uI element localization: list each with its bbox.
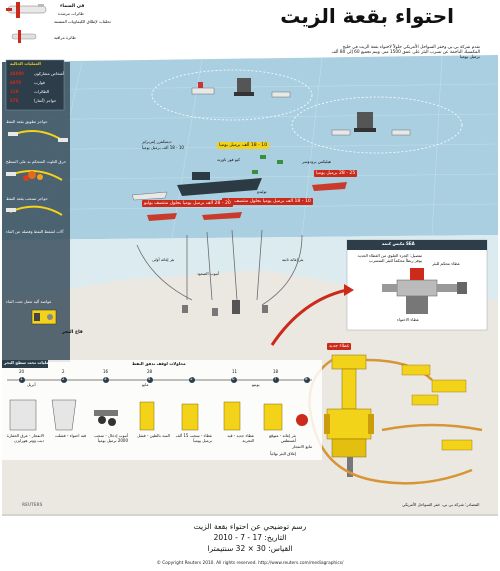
timeline-day: 11 [232, 369, 238, 374]
red-callout-2: 10 - 18 ألف برميل يوميا بحلول منتصف يولي… [222, 198, 313, 205]
manifold-units [401, 364, 473, 451]
timeline-step-3: أنبوب إدخال - سحب 2000 برميل يومياً [94, 433, 128, 443]
new-cap-callout: غطاء جديد [327, 343, 352, 350]
airplane-icon [6, 2, 47, 18]
timeline-step-4: السد بالطين - فشل [137, 433, 170, 438]
relief-well-1-label: بئر إغاثة أولى [152, 257, 175, 262]
response-heading: العمليات الحالية [10, 61, 41, 66]
page-title: احتواء بقعة الزيت [280, 4, 454, 28]
caption-line-2: التاريخ: 17 - 7 - 2010 [213, 533, 287, 542]
sky-heading: في السماء [60, 4, 85, 9]
timeline-day: 18 [273, 369, 279, 374]
boom-ships [6, 130, 68, 216]
timeline-step-6: غطاء جديد - قيد التجربة [227, 433, 254, 443]
ship-label-4: توليدو [257, 189, 267, 194]
red-callout-1: 25 - 28 برميل يوميا [314, 170, 358, 177]
seal-label: غطاء الاحتواء [397, 317, 419, 322]
blowout-preventer-illustration [324, 354, 374, 477]
riser-label: أنبوب الصعود [197, 271, 220, 276]
infographic-poster: احتواء بقعة الزيت تقدم شركة بي.بي.وخفر ا… [2, 0, 498, 516]
timeline-day: 2 [62, 369, 65, 374]
reuters-logo: REUTERS [22, 502, 43, 507]
left-note-skimmer: آلات لشفط النفط وفصله عن الماء [6, 229, 64, 234]
left-note-burn: حرق التلوث المتحكم به على السطح [6, 159, 67, 164]
timeline-step-1: الانفجار - غرق الحفارة ديب ووتر هورايزن [6, 433, 44, 443]
timeline-step-5: غطاء - سحب 15 ألف برميل يومياً [175, 433, 212, 443]
timeline-month-april: أبريل [27, 382, 36, 387]
timeline-step-2: قبة احتواء - فشلت [54, 433, 86, 438]
timeline-step-7: بئر إغاثة - متوقع أغسطس [269, 433, 296, 443]
timeline-step-8: إغلاق البئر نهائياً [270, 451, 296, 456]
right-panel-heading: SEA مكبس كتمة [382, 241, 415, 246]
timeline-day: 28 [147, 369, 153, 374]
left-note-boom: حواجز تطويق بقعة النفط [6, 119, 48, 124]
cap-detail-illustration [382, 268, 467, 314]
left-note-tow: حواجز تسحب بقعة النفط [6, 196, 48, 201]
timeline-month-may: مايو [142, 382, 149, 387]
response-box [5, 59, 65, 111]
relief-well-2-label: بئر إغاثة ثانية [282, 257, 304, 262]
timeline-subheading: عمليات تحت سطح البحر [4, 360, 52, 365]
right-panel-text: تفصيل: الجزء العلوي من الغطاء الجديد يوف… [357, 253, 422, 263]
sources-text: المصادر: شركة بي بي، خفر السواحل الأمريك… [402, 502, 480, 507]
sky-item-2: طائرة مراقبة [54, 35, 76, 40]
red-callout-3: 20 - 28 ألف برميل يوميا بحلول منتصف يولي… [142, 200, 233, 207]
cap-label: غطاء محكم للبئر [432, 261, 460, 266]
timeline-heading: محاولات لوقف تدفق النفط [132, 361, 186, 366]
surface-ships [131, 78, 411, 221]
sky-plane-label: طائرات مرشدة [58, 11, 84, 16]
intro-text: تقدم شركة بي.بي.وخفر السواحل الأمريكي حل… [331, 45, 480, 61]
left-note-rov: غواصة آلية تعمل تحت الماء [6, 299, 52, 304]
rov-submarine-icon [31, 309, 57, 325]
caption-line-1: رسم توضيحي عن احتواء بقعة الزيت [193, 522, 307, 531]
ship-group-outline-2 [291, 96, 463, 154]
ship-group-outline-1 [151, 69, 313, 121]
copyright-text: © Copyright Reuters 2010. All rights res… [156, 561, 344, 566]
yellow-callout-1: 10 - 18 ألف برميل يوميا [217, 142, 270, 149]
timeline-day: 20 [19, 369, 25, 374]
timeline-illustrations [9, 399, 308, 431]
wellhead-cluster [182, 300, 268, 316]
sky-item-1: تحلقات لإطلاق الكيماويات المشتتة [54, 19, 111, 24]
caption-line-3: القياس: 30 × 32 سنتيمترا [207, 544, 293, 553]
timeline-month-june: يونيو [252, 382, 260, 387]
ship-label-2: كيو فور ثاوزند [217, 157, 241, 162]
detail-arrow [270, 288, 348, 346]
bop-label: مانع الانفجار [292, 444, 313, 449]
ship-label-1: ديسكفرر إنتربرايز [142, 139, 172, 144]
ship-capacity-1: 10 - 18 ألف برميل يومياً [142, 145, 184, 150]
timeline-day: 16 [103, 369, 109, 374]
seabed-label: قاع البحر [62, 330, 83, 335]
surveillance-plane-icon [11, 30, 37, 43]
ship-label-3: هيليكس برودوسر [302, 159, 331, 164]
riser-pipes [136, 229, 303, 306]
